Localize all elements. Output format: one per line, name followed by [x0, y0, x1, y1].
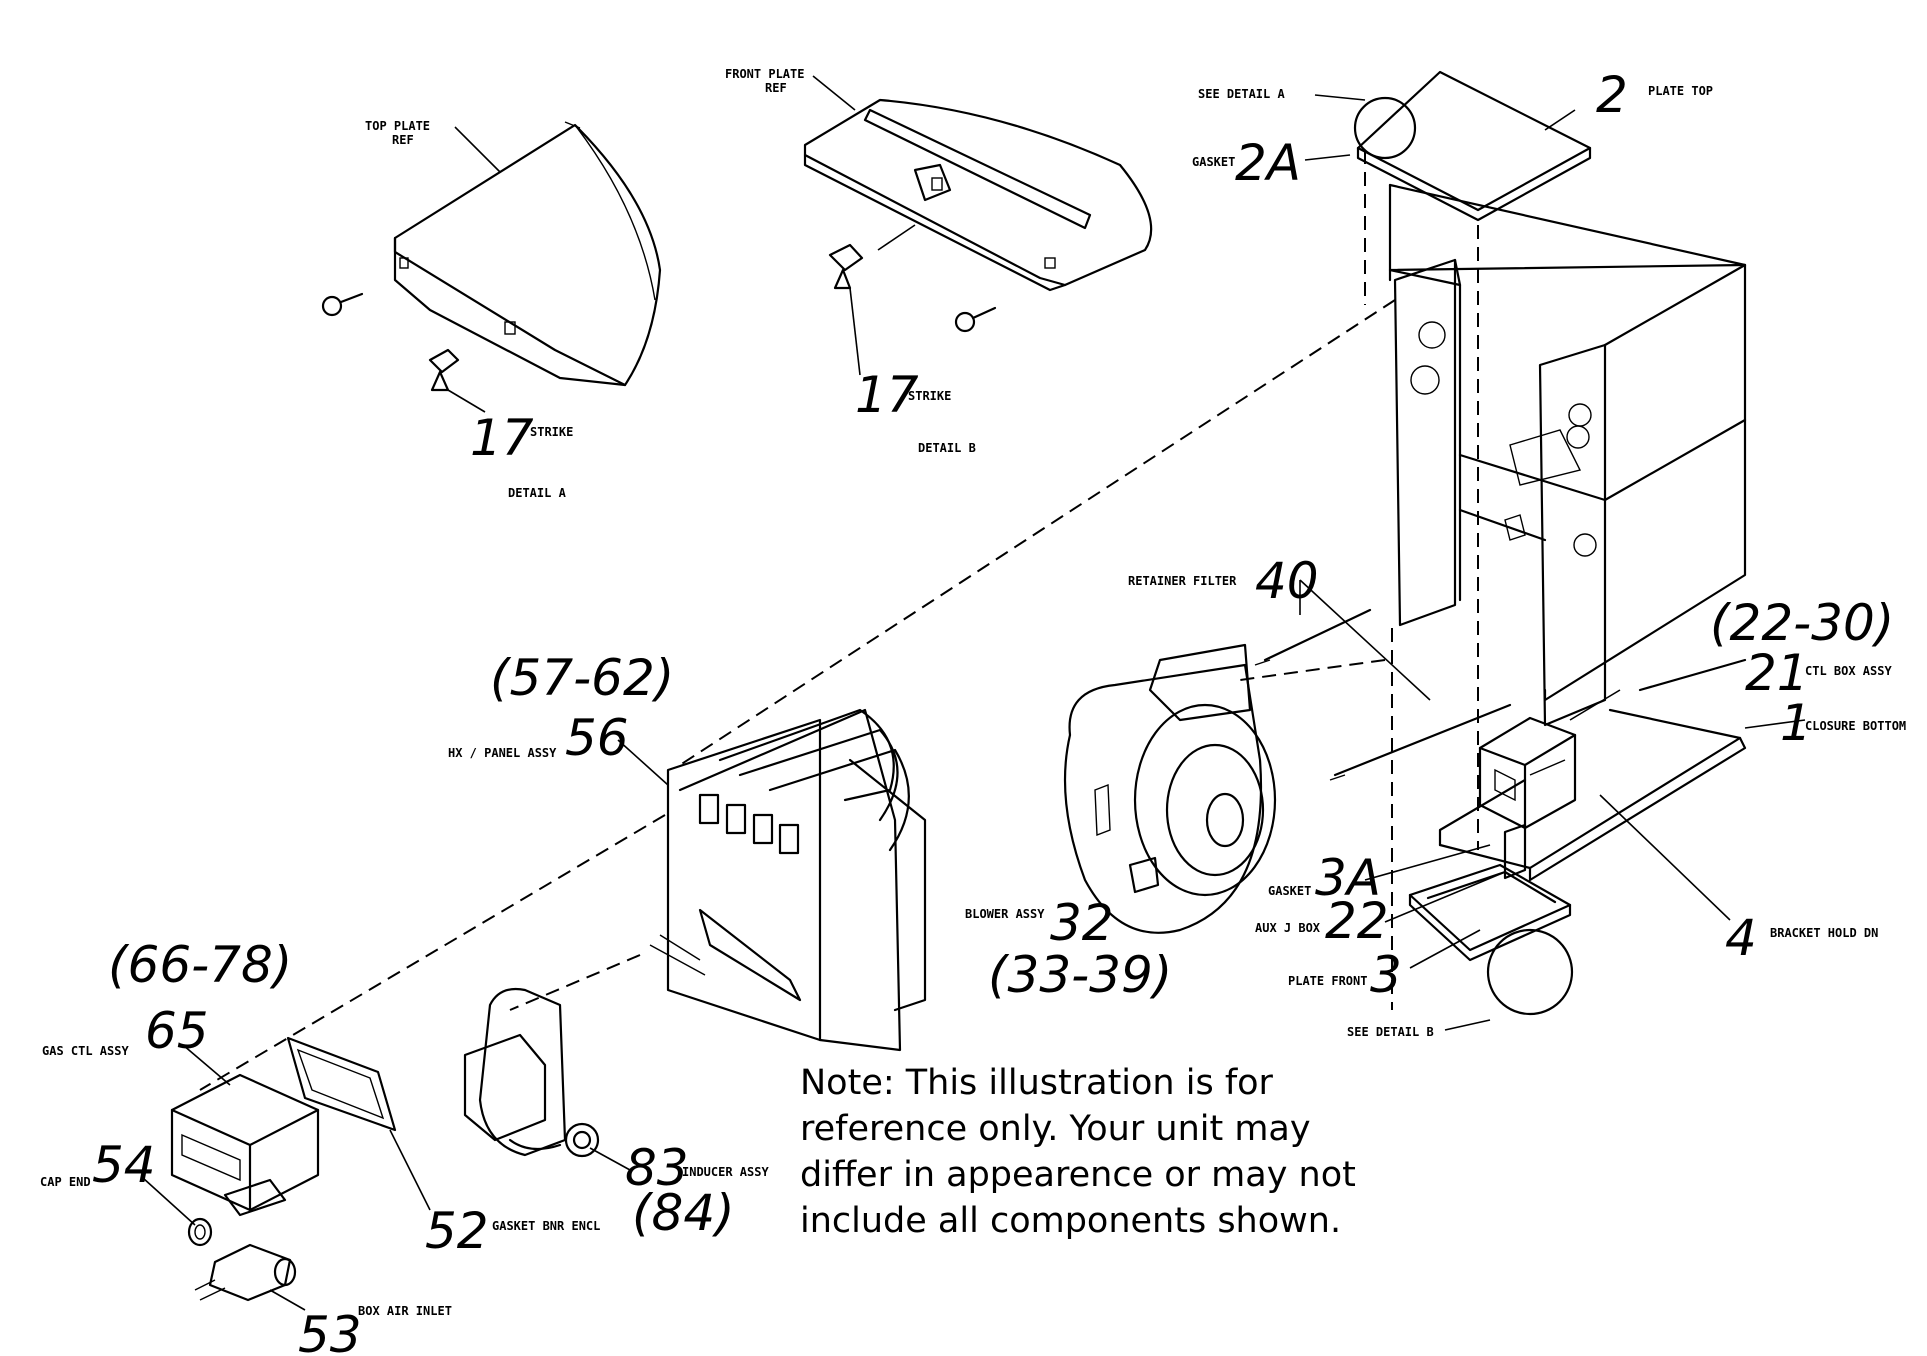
label-blower-assy: BLOWER ASSY [965, 907, 1045, 921]
label-see-detail-a: SEE DETAIL A [1198, 87, 1285, 101]
callout-33-39: (33-39) [988, 946, 1172, 1004]
callout-2: 2 [1596, 66, 1628, 124]
callout-1: 1 [1780, 694, 1812, 752]
callout-17-b: 17 [855, 366, 919, 424]
note-line-2: reference only. Your unit may [800, 1109, 1311, 1149]
label-ctl-box-assy: CTL BOX ASSY [1805, 664, 1892, 678]
callout-17-a: 17 [470, 409, 534, 467]
label-inducer-assy: INDUCER ASSY [682, 1165, 769, 1179]
label-plate-front: PLATE FRONT [1288, 974, 1367, 988]
gas-ctl-part [170, 1073, 320, 1217]
label-top-plate-ref-2: REF [392, 133, 414, 147]
heat-exchanger-part [649, 708, 927, 1052]
cap-end-part [187, 1217, 213, 1247]
label-aux-j-box: AUX J BOX [1255, 921, 1321, 935]
callout-32: 32 [1050, 894, 1114, 952]
callout-22-30: (22-30) [1710, 594, 1894, 652]
label-detail-a: DETAIL A [508, 486, 567, 500]
callout-2a: 2A [1235, 134, 1301, 192]
inducer-part [463, 987, 600, 1158]
leader-lines [142, 75, 1806, 1311]
label-gasket-bnr-encl: GASKET BNR ENCL [492, 1219, 600, 1233]
label-front-plate-ref-2: REF [765, 81, 787, 95]
plate-top-part [1353, 70, 1592, 222]
label-gas-ctl-assy: GAS CTL ASSY [42, 1044, 129, 1058]
aux-j-box-part [1503, 823, 1527, 880]
callout-3a: 3A [1315, 849, 1381, 907]
callout-4: 4 [1725, 909, 1757, 967]
callout-56: 56 [565, 709, 629, 767]
cabinet-part [1388, 183, 1747, 727]
screw-part-b [954, 306, 997, 333]
label-strike-a: STRIKE [530, 425, 573, 439]
label-cap-end: CAP END [40, 1175, 91, 1189]
strike-part-b [828, 224, 916, 290]
callout-83: 83 [625, 1139, 689, 1197]
callout-22: 22 [1325, 892, 1389, 950]
front-plate-ref-part [803, 98, 1153, 292]
label-closure-bottom: CLOSURE BOTTOM [1805, 719, 1906, 733]
top-plate-ref-part [393, 121, 662, 387]
label-gasket-top: GASKET [1192, 155, 1235, 169]
assembly-lines [199, 150, 1479, 1091]
label-bracket-hold-dn: BRACKET HOLD DN [1770, 926, 1878, 940]
blower-part [1063, 643, 1277, 934]
callout-84: (84) [632, 1184, 735, 1242]
label-gasket-3a: GASKET [1268, 884, 1311, 898]
callout-3: 3 [1370, 946, 1402, 1004]
callout-65: 65 [145, 1002, 209, 1060]
closure-bottom-part [1438, 658, 1747, 882]
note-line-4: include all components shown. [800, 1201, 1342, 1241]
label-hx-panel-assy: HX / PANEL ASSY [448, 746, 557, 760]
ctl-box-part [1478, 716, 1577, 830]
note-line-1: Note: This illustration is for [800, 1063, 1273, 1103]
label-box-air-inlet: BOX AIR INLET [358, 1304, 452, 1318]
callout-57-62: (57-62) [490, 649, 674, 707]
gasket-bnr-encl-part [286, 1036, 397, 1132]
label-front-plate-ref: FRONT PLATE [725, 67, 804, 81]
screw-part-a [321, 292, 364, 317]
disclaimer-note: Note: This illustration is for reference… [800, 1060, 1360, 1244]
callout-66-78: (66-78) [108, 936, 292, 994]
callout-54: 54 [92, 1136, 156, 1194]
strike-part-a [428, 348, 460, 392]
label-detail-b: DETAIL B [918, 441, 976, 455]
note-line-3: differ in appearence or may not [800, 1155, 1356, 1195]
label-retainer-filter: RETAINER FILTER [1128, 574, 1237, 588]
callout-40: 40 [1255, 552, 1319, 610]
callout-21: 21 [1745, 644, 1809, 702]
label-strike-b: STRIKE [908, 389, 951, 403]
label-see-detail-b: SEE DETAIL B [1347, 1025, 1434, 1039]
plate-front-part [1408, 863, 1574, 1016]
filter-retainer-part [1254, 608, 1512, 781]
label-top-plate-ref: TOP PLATE [365, 119, 430, 133]
callout-53: 53 [298, 1306, 362, 1356]
label-plate-top: PLATE TOP [1648, 84, 1713, 98]
box-air-inlet-part [194, 1243, 297, 1302]
callout-52: 52 [425, 1202, 489, 1260]
